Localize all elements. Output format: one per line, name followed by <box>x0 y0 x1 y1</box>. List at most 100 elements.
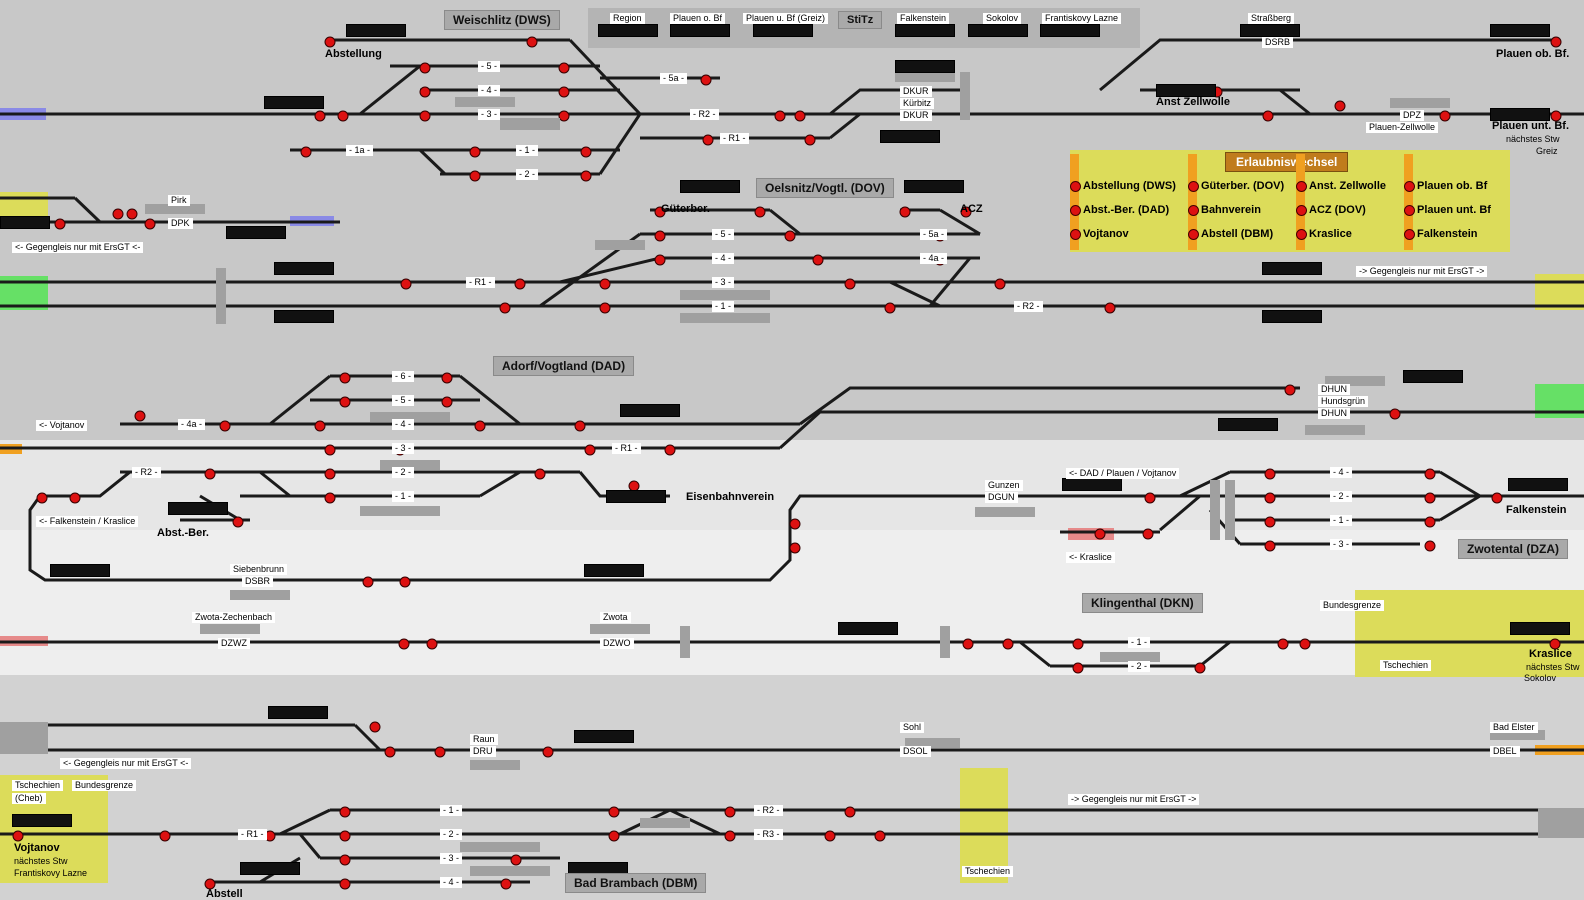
permission-button[interactable] <box>1404 205 1415 216</box>
permission-button[interactable] <box>1296 229 1307 240</box>
track-label: - 4 - <box>712 253 735 264</box>
permission-plauen-ubf[interactable]: Plauen unt. Bf <box>1417 204 1491 216</box>
tab-sokolov[interactable]: Sokolov <box>983 13 1022 24</box>
control-strip[interactable] <box>880 130 940 143</box>
control-strip[interactable] <box>574 730 634 743</box>
control-strip[interactable] <box>1262 310 1322 323</box>
control-strip[interactable] <box>1508 478 1568 491</box>
control-strip[interactable] <box>1156 84 1216 97</box>
track-label: - R1 - <box>720 133 749 144</box>
control-strip[interactable] <box>274 310 334 323</box>
control-strip[interactable] <box>12 814 72 827</box>
permission-button[interactable] <box>1296 181 1307 192</box>
label-dpz: DPZ <box>1400 110 1424 121</box>
control-strip[interactable] <box>895 24 955 37</box>
label-gueterber: Güterber. <box>661 203 710 215</box>
label-kuerbitz: Kürbitz <box>900 98 935 109</box>
tab-plauen-ubf-greiz[interactable]: Plauen u. Bf (Greiz) <box>743 13 829 24</box>
permission-gueterber-dov[interactable]: Güterber. (DOV) <box>1201 180 1285 192</box>
control-strip[interactable] <box>968 24 1028 37</box>
station-weischlitz[interactable]: Weischlitz (DWS) <box>444 10 560 30</box>
control-strip[interactable] <box>1510 622 1570 635</box>
erlaubniswechsel-panel: Erlaubniswechsel Abstellung (DWS) Abst.-… <box>1070 150 1510 252</box>
permission-button[interactable] <box>1188 229 1199 240</box>
control-strip[interactable] <box>606 490 666 503</box>
control-strip[interactable] <box>895 60 955 73</box>
permission-bahnverein[interactable]: Bahnverein <box>1201 204 1261 216</box>
permission-abst-ber-dad[interactable]: Abst.-Ber. (DAD) <box>1083 204 1170 216</box>
tab-frantiskovy[interactable]: Frantiskovy Lazne <box>1042 13 1122 24</box>
control-strip[interactable] <box>1240 24 1300 37</box>
control-strip[interactable] <box>1490 108 1550 121</box>
note-to-dad: <- DAD / Plauen / Vojtanov <box>1066 468 1180 479</box>
label-pirk: Pirk <box>168 195 190 206</box>
permission-vojtanov[interactable]: Vojtanov <box>1083 228 1129 240</box>
track-label: - 1a - <box>346 145 374 156</box>
control-strip[interactable] <box>274 262 334 275</box>
column-marker <box>1070 154 1079 250</box>
track-label: - 4 - <box>392 419 415 430</box>
control-strip[interactable] <box>264 96 324 109</box>
label-dkur: DKUR <box>900 86 932 97</box>
label-naechstes-stw: nächstes Stw <box>1526 662 1580 672</box>
permission-acz-dov[interactable]: ACZ (DOV) <box>1309 204 1366 216</box>
label-tschechien: Tschechien <box>962 866 1014 877</box>
permission-button[interactable] <box>1404 229 1415 240</box>
permission-button[interactable] <box>1070 229 1081 240</box>
control-strip[interactable] <box>584 564 644 577</box>
control-strip[interactable] <box>670 24 730 37</box>
control-strip[interactable] <box>680 180 740 193</box>
control-strip[interactable] <box>904 180 964 193</box>
station-bad-brambach[interactable]: Bad Brambach (DBM) <box>565 873 707 893</box>
track-label: - 4 - <box>478 85 501 96</box>
control-strip[interactable] <box>1040 24 1100 37</box>
permission-button[interactable] <box>1070 181 1081 192</box>
track-label: - R3 - <box>754 829 783 840</box>
control-strip[interactable] <box>240 862 300 875</box>
permission-kraslice[interactable]: Kraslice <box>1309 228 1352 240</box>
control-strip[interactable] <box>268 706 328 719</box>
control-strip[interactable] <box>1490 24 1550 37</box>
control-strip[interactable] <box>620 404 680 417</box>
track-label: - 5 - <box>712 229 735 240</box>
tab-region[interactable]: Region <box>610 13 645 24</box>
control-strip[interactable] <box>226 226 286 239</box>
track-label: - 5 - <box>478 61 501 72</box>
tab-falkenstein[interactable]: Falkenstein <box>897 13 950 24</box>
label-naechstes-stw: nächstes Stw <box>14 856 68 866</box>
control-strip[interactable] <box>50 564 110 577</box>
track-label: - R2 - <box>754 805 783 816</box>
control-strip[interactable] <box>1262 262 1322 275</box>
track-label: - R2 - <box>132 467 161 478</box>
control-strip[interactable] <box>598 24 658 37</box>
label-dhun: DHUN <box>1318 408 1350 419</box>
station-zwotental[interactable]: Zwotental (DZA) <box>1458 539 1568 559</box>
control-strip[interactable] <box>1218 418 1278 431</box>
permission-button[interactable] <box>1404 181 1415 192</box>
permission-button[interactable] <box>1188 181 1199 192</box>
tab-plauen-obf[interactable]: Plauen o. Bf <box>670 13 726 24</box>
permission-button[interactable] <box>1188 205 1199 216</box>
label-dsrb: DSRB <box>1262 37 1294 48</box>
permission-abstellung-dws[interactable]: Abstellung (DWS) <box>1083 180 1176 192</box>
station-oelsnitz[interactable]: Oelsnitz/Vogtl. (DOV) <box>756 178 894 198</box>
station-adorf[interactable]: Adorf/Vogtland (DAD) <box>493 356 635 376</box>
control-strip[interactable] <box>1062 478 1122 491</box>
control-strip[interactable] <box>838 622 898 635</box>
control-strip[interactable] <box>346 24 406 37</box>
permission-abstell-dbm[interactable]: Abstell (DBM) <box>1201 228 1274 240</box>
tab-stitz[interactable]: StiTz <box>838 11 883 29</box>
permission-button[interactable] <box>1296 205 1307 216</box>
permission-plauen-obf[interactable]: Plauen ob. Bf <box>1417 180 1488 192</box>
control-strip[interactable] <box>168 502 228 515</box>
label-zwota: Zwota <box>600 612 631 623</box>
label-plauen-obf: Plauen ob. Bf. <box>1496 48 1570 60</box>
permission-anst-zellwolle[interactable]: Anst. Zellwolle <box>1309 180 1387 192</box>
control-strip[interactable] <box>753 24 813 37</box>
track-label: - 4 - <box>440 877 463 888</box>
permission-button[interactable] <box>1070 205 1081 216</box>
station-klingenthal[interactable]: Klingenthal (DKN) <box>1082 593 1203 613</box>
control-strip[interactable] <box>1403 370 1463 383</box>
control-strip[interactable] <box>0 216 50 229</box>
permission-falkenstein[interactable]: Falkenstein <box>1417 228 1478 240</box>
